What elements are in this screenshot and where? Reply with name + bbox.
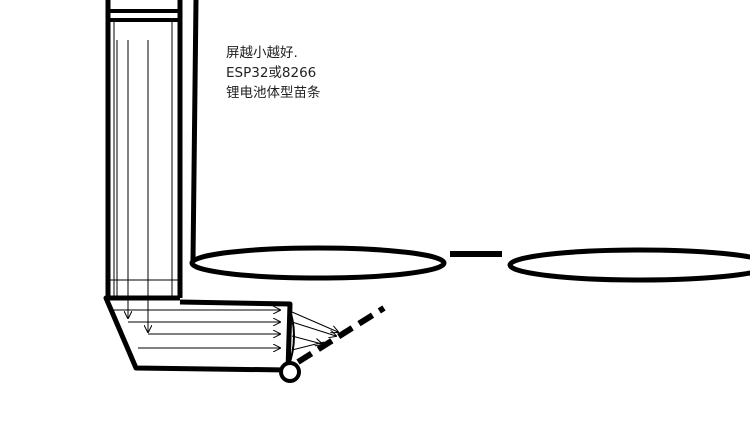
horizontal-tube — [103, 295, 293, 373]
annotation-line-battery: 锂电池体型苗条 — [226, 85, 321, 101]
annotation-note: 屏越小越好. ESP32或8266 锂电池体型苗条 — [226, 43, 321, 103]
annotation-line-screen: 屏越小越好. — [226, 45, 298, 61]
right-ellipse — [507, 247, 750, 283]
projection-dashed-line — [296, 305, 386, 365]
left-ellipse — [189, 245, 447, 281]
screen-edge — [190, 0, 199, 261]
vertical-tube — [105, 0, 183, 298]
vertical-rays — [116, 40, 148, 332]
converging-rays — [291, 311, 338, 351]
annotation-line-chip: ESP32或8266 — [226, 65, 317, 81]
horizontal-rays — [112, 310, 280, 348]
pivot-circle — [279, 361, 301, 383]
